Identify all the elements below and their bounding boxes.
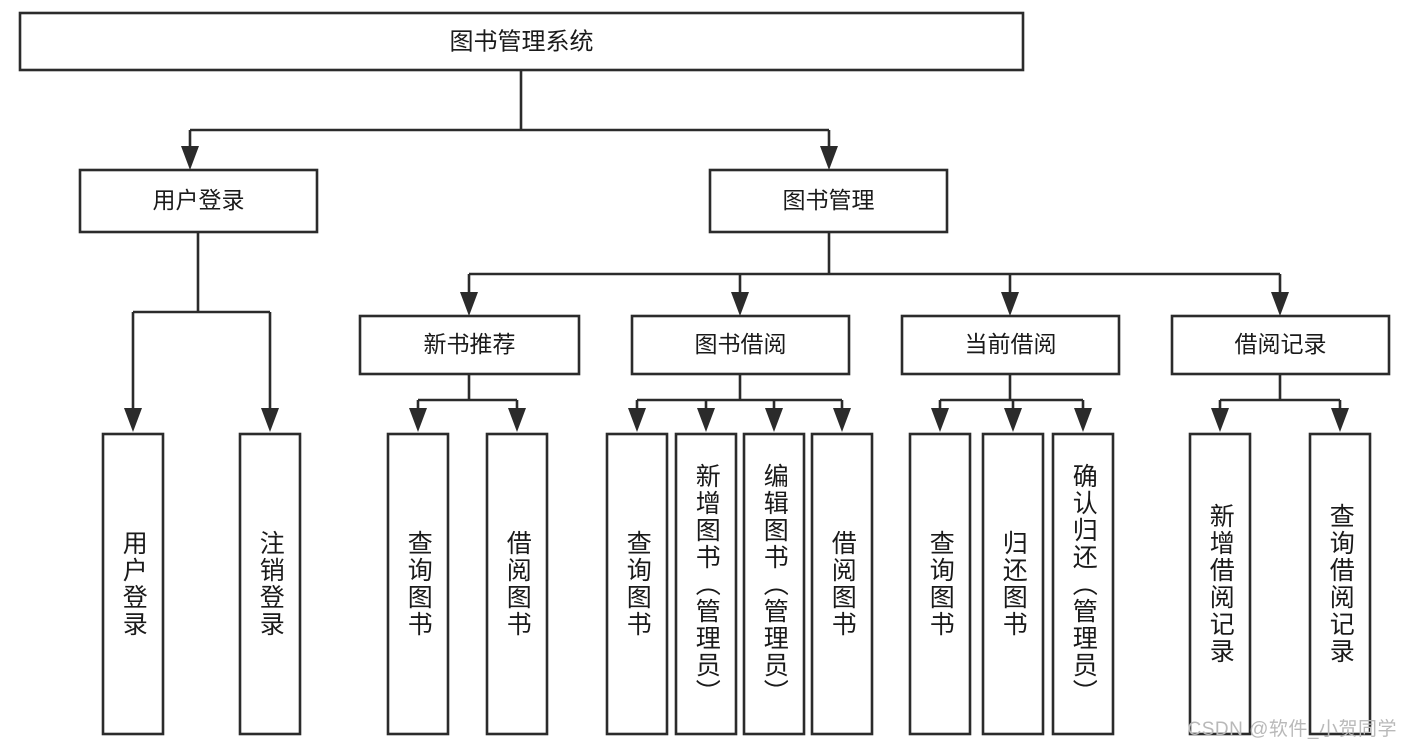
leaf-query-record-label: 查询借阅记录 xyxy=(1326,503,1355,665)
node-book-borrow-box[interactable] xyxy=(630,314,851,376)
arrowhead-to-current xyxy=(1001,292,1019,316)
leaf-borrow-book-1-label: 借阅图书 xyxy=(503,530,532,638)
node-current-borrow-label: 当前借阅 xyxy=(965,331,1057,357)
leaf-query-book-3-label: 查询图书 xyxy=(926,530,955,638)
leaf-return-book-label: 归还图书 xyxy=(999,530,1028,638)
arrowhead-to-login xyxy=(181,146,199,170)
arrowhead-leaf-add-book xyxy=(697,408,715,432)
leaf-query-book-1-label: 查询图书 xyxy=(404,530,433,638)
leaf-borrow-book-1-box[interactable] xyxy=(485,432,549,736)
leaf-user-login-label: 用户登录 xyxy=(119,530,148,638)
node-root-label: 图书管理系统 xyxy=(450,28,594,55)
node-root-box[interactable] xyxy=(18,11,1025,72)
leaf-query-record-box[interactable] xyxy=(1308,432,1372,736)
leaf-edit-book-label: 编辑图书（管理员） xyxy=(760,462,789,706)
arrowhead-to-newbook xyxy=(460,292,478,316)
leaf-query-book-1-box[interactable] xyxy=(386,432,450,736)
node-current-borrow-box[interactable] xyxy=(900,314,1121,376)
connector-group xyxy=(124,70,1349,432)
arrowhead-leaf-borrow-book-2 xyxy=(833,408,851,432)
leaf-query-book-2-label: 查询图书 xyxy=(623,530,652,638)
arrowhead-to-record xyxy=(1271,292,1289,316)
arrowhead-to-bookmgmt xyxy=(820,146,838,170)
arrowhead-leaf-query-record xyxy=(1331,408,1349,432)
arrowhead-leaf-confirm-return xyxy=(1074,408,1092,432)
arrowhead-leaf-add-record xyxy=(1211,408,1229,432)
leaf-edit-book-box[interactable] xyxy=(742,432,806,736)
arrowhead-leaf-query-book-1 xyxy=(409,408,427,432)
leaf-query-book-3-box[interactable] xyxy=(908,432,972,736)
leaf-add-book-box[interactable] xyxy=(674,432,738,736)
arrowhead-leaf-return-book xyxy=(1004,408,1022,432)
leaf-user-login-box[interactable] xyxy=(101,432,165,736)
leaf-logout-label: 注销登录 xyxy=(256,530,285,638)
node-book-management-box[interactable] xyxy=(708,168,949,234)
arrowhead-leaf-edit-book xyxy=(765,408,783,432)
leaf-return-book-box[interactable] xyxy=(981,432,1045,736)
node-new-book-recommend-label: 新书推荐 xyxy=(424,331,516,357)
arrowhead-to-borrow xyxy=(731,292,749,316)
arrowhead-leaf-borrow-book-1 xyxy=(508,408,526,432)
csdn-watermark: CSDN @软件_小贺同学 xyxy=(1187,719,1397,740)
node-user-login-label: 用户登录 xyxy=(153,187,245,213)
leaf-add-record-box[interactable] xyxy=(1188,432,1252,736)
node-borrow-record-box[interactable] xyxy=(1170,314,1391,376)
arrowhead-leaf-user-login xyxy=(124,408,142,432)
node-user-login-box[interactable] xyxy=(78,168,319,234)
arrowhead-leaf-logout xyxy=(261,408,279,432)
arrowhead-leaf-query-book-3 xyxy=(931,408,949,432)
leaf-add-record-label: 新增借阅记录 xyxy=(1206,503,1235,665)
leaf-confirm-return-label: 确认归还（管理员） xyxy=(1069,462,1098,706)
node-book-borrow-label: 图书借阅 xyxy=(695,331,787,357)
arrowhead-leaf-query-book-2 xyxy=(628,408,646,432)
node-new-book-recommend-box[interactable] xyxy=(358,314,581,376)
leaf-add-book-label: 新增图书（管理员） xyxy=(692,462,721,706)
leaf-borrow-book-2-label: 借阅图书 xyxy=(828,530,857,638)
node-box-group: 图书管理系统 用户登录 图书管理 新书推荐 图书借阅 当前借阅 借阅记录 xyxy=(18,11,1391,736)
node-book-management-label: 图书管理 xyxy=(783,187,875,213)
leaf-logout-box[interactable] xyxy=(238,432,302,736)
leaf-confirm-return-box[interactable] xyxy=(1051,432,1115,736)
leaf-query-book-2-box[interactable] xyxy=(605,432,669,736)
node-borrow-record-label: 借阅记录 xyxy=(1235,331,1327,357)
leaf-borrow-book-2-box[interactable] xyxy=(810,432,874,736)
